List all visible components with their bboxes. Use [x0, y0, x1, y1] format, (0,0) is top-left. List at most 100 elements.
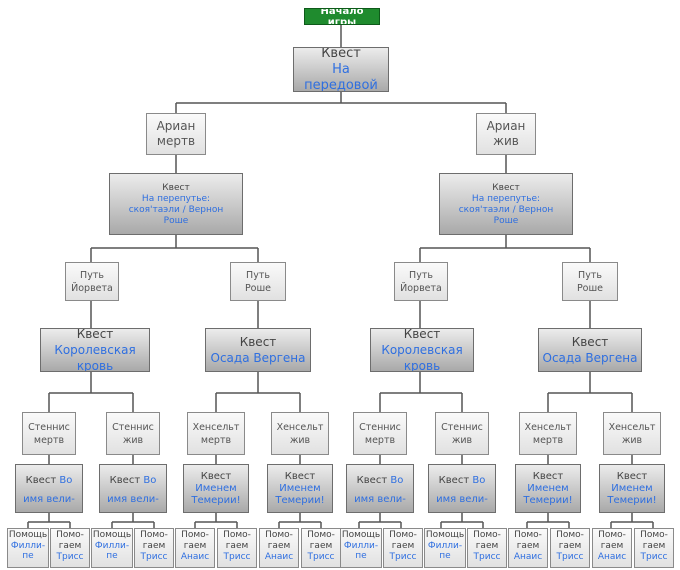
help-anais: Помо- гаем Анаис	[175, 528, 215, 568]
help-target: Анаис	[264, 552, 294, 562]
quest-for-temeria: Квест Именем Темерии!	[183, 464, 249, 513]
quest-label: Квест	[200, 470, 232, 482]
quest-label: Квест	[403, 328, 441, 341]
help-triss: Помо- гаем Трисс	[50, 528, 90, 568]
help-label: Помо- гаем	[265, 530, 293, 551]
quest-title: На перепутье: скоя'таэли / Вернон Роше	[128, 193, 224, 226]
quest-label: Квест	[25, 475, 60, 486]
help-label: Помо- гаем	[473, 530, 501, 551]
help-triss: Помо- гаем Трисс	[550, 528, 590, 568]
arian-alive: Ариан жив	[476, 113, 536, 155]
quest-title: Королевская кровь	[381, 343, 463, 372]
arian-dead-label: Ариан мертв	[156, 119, 196, 148]
path-label: Путь Йорвета	[71, 269, 113, 294]
henselt-dead: Хенсельт мертв	[519, 412, 577, 455]
quest-root: Квест На передовой	[293, 47, 389, 92]
quest-title: На перепутье: скоя'таэли / Вернон Роше	[458, 193, 554, 226]
help-label: Помо- гаем	[514, 530, 542, 551]
quest-label: Квест	[162, 182, 190, 193]
quest-siege-vergen: Квест Осада Вергена	[538, 328, 642, 372]
help-anais: Помо- гаем Анаис	[508, 528, 548, 568]
help-anais: Помо- гаем Анаис	[259, 528, 299, 568]
quest-crossroads-left: Квест На перепутье: скоя'таэли / Вернон …	[109, 173, 243, 235]
help-label: Помо- гаем	[307, 530, 335, 551]
path-label: Путь Роше	[576, 269, 604, 294]
path-label: Путь Йорвета	[400, 269, 442, 294]
help-label: Помощь	[92, 530, 132, 540]
help-label: Помощь	[341, 530, 381, 540]
help-target: Трисс	[140, 552, 168, 562]
quest-title: Во имя вели- кой цели!	[354, 475, 406, 505]
stennis-dead: Стеннис мертв	[22, 412, 76, 455]
state-label: Хенсельт мертв	[192, 421, 240, 446]
arian-dead: Ариан мертв	[146, 113, 206, 155]
quest-label: Квест	[616, 470, 648, 482]
quest-label: Квест	[532, 470, 564, 482]
stennis-dead: Стеннис мертв	[353, 412, 407, 455]
path-iorveth: Путь Йорвета	[394, 262, 448, 301]
quest-title: Во имя вели- кой цели!	[23, 475, 75, 505]
quest-label: Квест	[356, 475, 391, 486]
help-label: Помо- гаем	[181, 530, 209, 551]
quest-for-temeria: Квест Именем Темерии!	[267, 464, 333, 513]
quest-label: Квест	[284, 470, 316, 482]
stennis-alive: Стеннис жив	[106, 412, 160, 455]
state-label: Стеннис мертв	[359, 421, 401, 446]
quest-title: Королевская кровь	[54, 343, 136, 372]
quest-title: На передовой	[304, 61, 378, 92]
quest-label: Квест	[76, 328, 114, 341]
quest-label: Квест	[109, 475, 144, 486]
help-target: Филли- пе	[94, 541, 130, 561]
stennis-alive: Стеннис жив	[435, 412, 489, 455]
quest-label: Квест	[239, 335, 277, 349]
help-label: Помощь	[425, 530, 465, 540]
quest-great-cause: Квест Во имя вели- кой цели!	[99, 464, 167, 513]
arian-alive-label: Ариан жив	[486, 119, 526, 148]
help-target: Трисс	[389, 552, 417, 562]
path-label: Путь Роше	[244, 269, 272, 294]
help-label: Помо- гаем	[598, 530, 626, 551]
quest-for-temeria: Квест Именем Темерии!	[599, 464, 665, 513]
quest-label: Квест	[571, 335, 609, 349]
quest-label: Квест	[492, 182, 520, 193]
path-iorveth: Путь Йорвета	[65, 262, 119, 301]
quest-title: Осада Вергена	[542, 351, 638, 365]
help-triss: Помо- гаем Трисс	[217, 528, 257, 568]
help-triss: Помо- гаем Трисс	[134, 528, 174, 568]
help-philippa: Помощь Филли- пе	[424, 528, 466, 568]
help-target: Анаис	[180, 552, 210, 562]
help-anais: Помо- гаем Анаис	[592, 528, 632, 568]
quest-title: Во имя вели- кой цели!	[107, 475, 159, 505]
quest-siege-vergen: Квест Осада Вергена	[205, 328, 311, 372]
quest-for-temeria: Квест Именем Темерии!	[515, 464, 581, 513]
quest-great-cause: Квест Во имя вели- кой цели!	[15, 464, 83, 513]
henselt-alive: Хенсельт жив	[271, 412, 329, 455]
help-target: Анаис	[513, 552, 543, 562]
quest-title: Именем Темерии!	[523, 482, 573, 506]
help-target: Анаис	[597, 552, 627, 562]
quest-title: Именем Темерии!	[275, 482, 325, 506]
help-philippa: Помощь Филли- пе	[91, 528, 133, 568]
quest-title: Именем Темерии!	[607, 482, 657, 506]
help-triss: Помо- гаем Трисс	[634, 528, 674, 568]
help-label: Помо- гаем	[56, 530, 84, 551]
help-label: Помо- гаем	[140, 530, 168, 551]
help-triss: Помо- гаем Трисс	[383, 528, 423, 568]
quest-royal-blood: Квест Королевская кровь	[370, 328, 474, 372]
help-target: Трисс	[556, 552, 584, 562]
help-triss: Помо- гаем Трисс	[467, 528, 507, 568]
state-label: Хенсельт жив	[608, 421, 656, 446]
help-label: Помо- гаем	[223, 530, 251, 551]
henselt-dead: Хенсельт мертв	[187, 412, 245, 455]
henselt-alive: Хенсельт жив	[603, 412, 661, 455]
help-target: Трисс	[640, 552, 668, 562]
quest-royal-blood: Квест Королевская кровь	[40, 328, 150, 372]
help-philippa: Помощь Филли- пе	[7, 528, 49, 568]
path-roche: Путь Роше	[230, 262, 286, 301]
path-roche: Путь Роше	[562, 262, 618, 301]
start-node: Начало игры	[304, 8, 380, 25]
quest-label: Квест	[321, 47, 361, 61]
help-target: Трисс	[473, 552, 501, 562]
help-triss: Помо- гаем Трисс	[301, 528, 341, 568]
